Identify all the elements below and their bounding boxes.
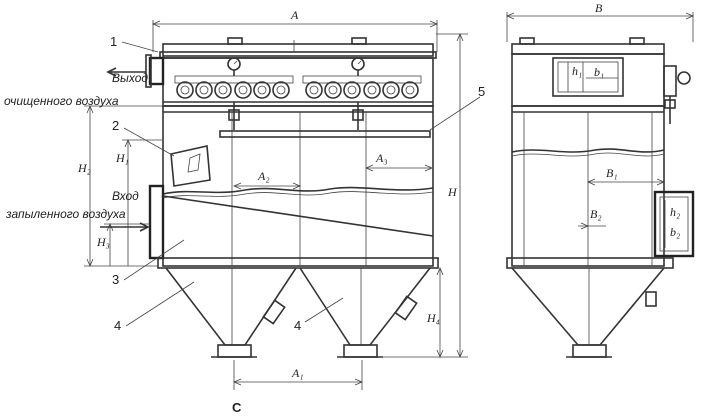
pressure-gauge-icon — [227, 57, 241, 76]
dim-h2-label: H₂ — [77, 161, 91, 175]
front-view: A — [77, 8, 481, 390]
inlet-label-line2: запыленного воздуха — [5, 207, 126, 221]
inlet-arrow-icon — [100, 222, 150, 232]
outlet-label-line1: Выход — [112, 71, 148, 85]
dim-b2-label: B₂ — [590, 207, 602, 221]
callout-2: 2 — [112, 118, 119, 133]
dim-a2-label: A₂ — [257, 169, 270, 183]
dim-h4-label: H₄ — [426, 311, 440, 325]
dim-h3-label: H₃ — [96, 235, 110, 249]
dim-h1-small-label: h₁ — [572, 64, 582, 78]
dim-a-label: A — [290, 8, 299, 22]
pulse-valve-row-left — [176, 81, 290, 99]
outlet-label-line2: очищенного воздуха — [4, 94, 119, 108]
dim-a3-label: A₃ — [375, 151, 388, 165]
dim-b-label: B — [595, 1, 603, 15]
pressure-gauge-icon — [351, 57, 365, 76]
pulse-valve-row-right — [305, 81, 419, 99]
dim-h2-small-label: h₂ — [670, 205, 680, 219]
dim-b1-small-label: b₁ — [594, 65, 604, 79]
callout-3: 3 — [112, 272, 119, 287]
dim-b2-small-label: b₂ — [670, 225, 680, 239]
side-view: B — [505, 1, 695, 358]
side-valve-assembly-icon — [663, 65, 691, 124]
corner-label: C — [232, 400, 242, 415]
dim-h-label: H — [447, 185, 458, 199]
dim-a1-label: A₁ — [291, 366, 304, 380]
callout-4-left: 4 — [114, 318, 121, 333]
dim-h1-label: H₁ — [115, 151, 129, 165]
callout-4-right: 4 — [294, 318, 301, 333]
dim-b3-label: B₁ — [606, 166, 618, 180]
outlet-arrow-icon — [106, 67, 146, 77]
callout-5: 5 — [478, 84, 485, 99]
inlet-label-line1: Вход — [112, 189, 139, 203]
callout-1: 1 — [110, 34, 117, 49]
